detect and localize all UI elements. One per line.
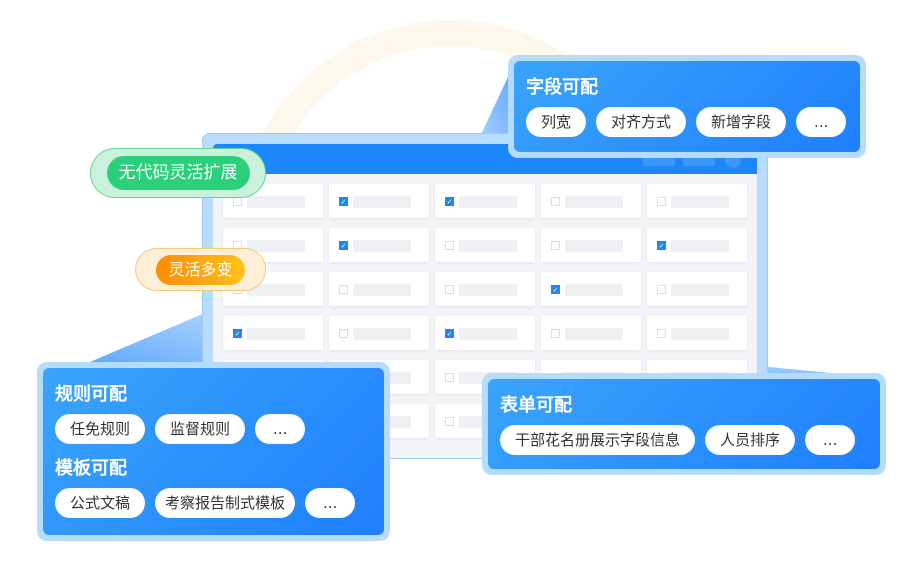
placeholder-bar [671,328,729,340]
grid-cell [647,316,747,350]
grid-cell: ✓ [223,316,323,350]
placeholder-bar [459,240,517,252]
tag-column-width[interactable]: 列宽 [526,107,587,137]
tag-person-sort[interactable]: 人员排序 [705,425,796,455]
tag-more[interactable]: ... [805,425,856,455]
checkbox[interactable] [657,329,666,338]
checkbox[interactable] [233,197,242,206]
checkbox[interactable]: ✓ [551,285,560,294]
checkbox[interactable]: ✓ [233,329,242,338]
placeholder-bar [247,328,305,340]
checkbox[interactable]: ✓ [657,241,666,250]
grid-cell [329,272,429,306]
placeholder-bar [353,196,411,208]
tag-roster-fields[interactable]: 干部花名册展示字段信息 [500,425,696,455]
panel-title: 模板可配 [55,458,127,479]
panel-title: 规则可配 [55,384,127,405]
badge-label: 灵活多变 [156,254,245,285]
grid-cell [435,228,535,262]
placeholder-bar [353,284,411,296]
checkbox[interactable] [339,329,348,338]
field-config-panel: 字段可配 列宽 对齐方式 新增字段 ... [508,55,866,158]
placeholder-bar [671,196,729,208]
grid-cell [329,316,429,350]
tag-appointment-rules[interactable]: 任免规则 [55,414,146,444]
placeholder-bar [565,328,623,340]
checkbox[interactable]: ✓ [445,329,454,338]
grid-cell: ✓ [541,272,641,306]
form-config-panel: 表单可配 干部花名册展示字段信息 人员排序 ... [482,373,886,475]
placeholder-bar [459,328,517,340]
tag-alignment[interactable]: 对齐方式 [596,107,687,137]
badge-label: 无代码灵活扩展 [106,156,250,190]
placeholder-bar [671,284,729,296]
tag-supervision-rules[interactable]: 监督规则 [155,414,246,444]
grid-cell: ✓ [435,184,535,218]
rule-config-panel: 规则可配 任免规则 监督规则 ... 模板可配 公式文稿 考察报告制式模板 ..… [37,362,390,541]
panel-title: 表单可配 [500,395,572,416]
placeholder-bar [247,196,305,208]
grid-cell [647,272,747,306]
placeholder-bar [565,240,623,252]
placeholder-bar [353,328,411,340]
tag-add-field[interactable]: 新增字段 [696,107,787,137]
placeholder-bar [671,240,729,252]
checkbox[interactable] [551,329,560,338]
checkbox[interactable]: ✓ [339,197,348,206]
checkbox[interactable] [445,285,454,294]
tag-formula-doc[interactable]: 公式文稿 [55,488,146,518]
tag-more[interactable]: ... [305,488,356,518]
panel-title: 字段可配 [526,77,598,98]
checkbox[interactable] [445,373,454,382]
grid-cell [541,228,641,262]
placeholder-bar [459,196,517,208]
placeholder-bar [247,240,305,252]
checkbox[interactable] [339,285,348,294]
grid-cell [541,316,641,350]
checkbox[interactable]: ✓ [339,241,348,250]
grid-cell [541,184,641,218]
grid-cell [435,272,535,306]
checkbox[interactable] [551,197,560,206]
grid-cell: ✓ [329,228,429,262]
checkbox[interactable] [657,197,666,206]
checkbox[interactable] [445,241,454,250]
checkbox[interactable] [445,417,454,426]
no-code-badge: 无代码灵活扩展 [90,148,266,198]
checkbox[interactable] [657,285,666,294]
tag-report-template[interactable]: 考察报告制式模板 [155,488,296,518]
grid-cell: ✓ [329,184,429,218]
tag-more[interactable]: ... [255,414,306,444]
grid-cell: ✓ [435,316,535,350]
checkbox[interactable]: ✓ [445,197,454,206]
placeholder-bar [565,196,623,208]
grid-cell: ✓ [647,228,747,262]
flexible-badge: 灵活多变 [135,248,266,291]
grid-cell [647,184,747,218]
placeholder-bar [565,284,623,296]
placeholder-bar [459,284,517,296]
checkbox[interactable] [551,241,560,250]
tag-more[interactable]: ... [796,107,847,137]
placeholder-bar [353,240,411,252]
